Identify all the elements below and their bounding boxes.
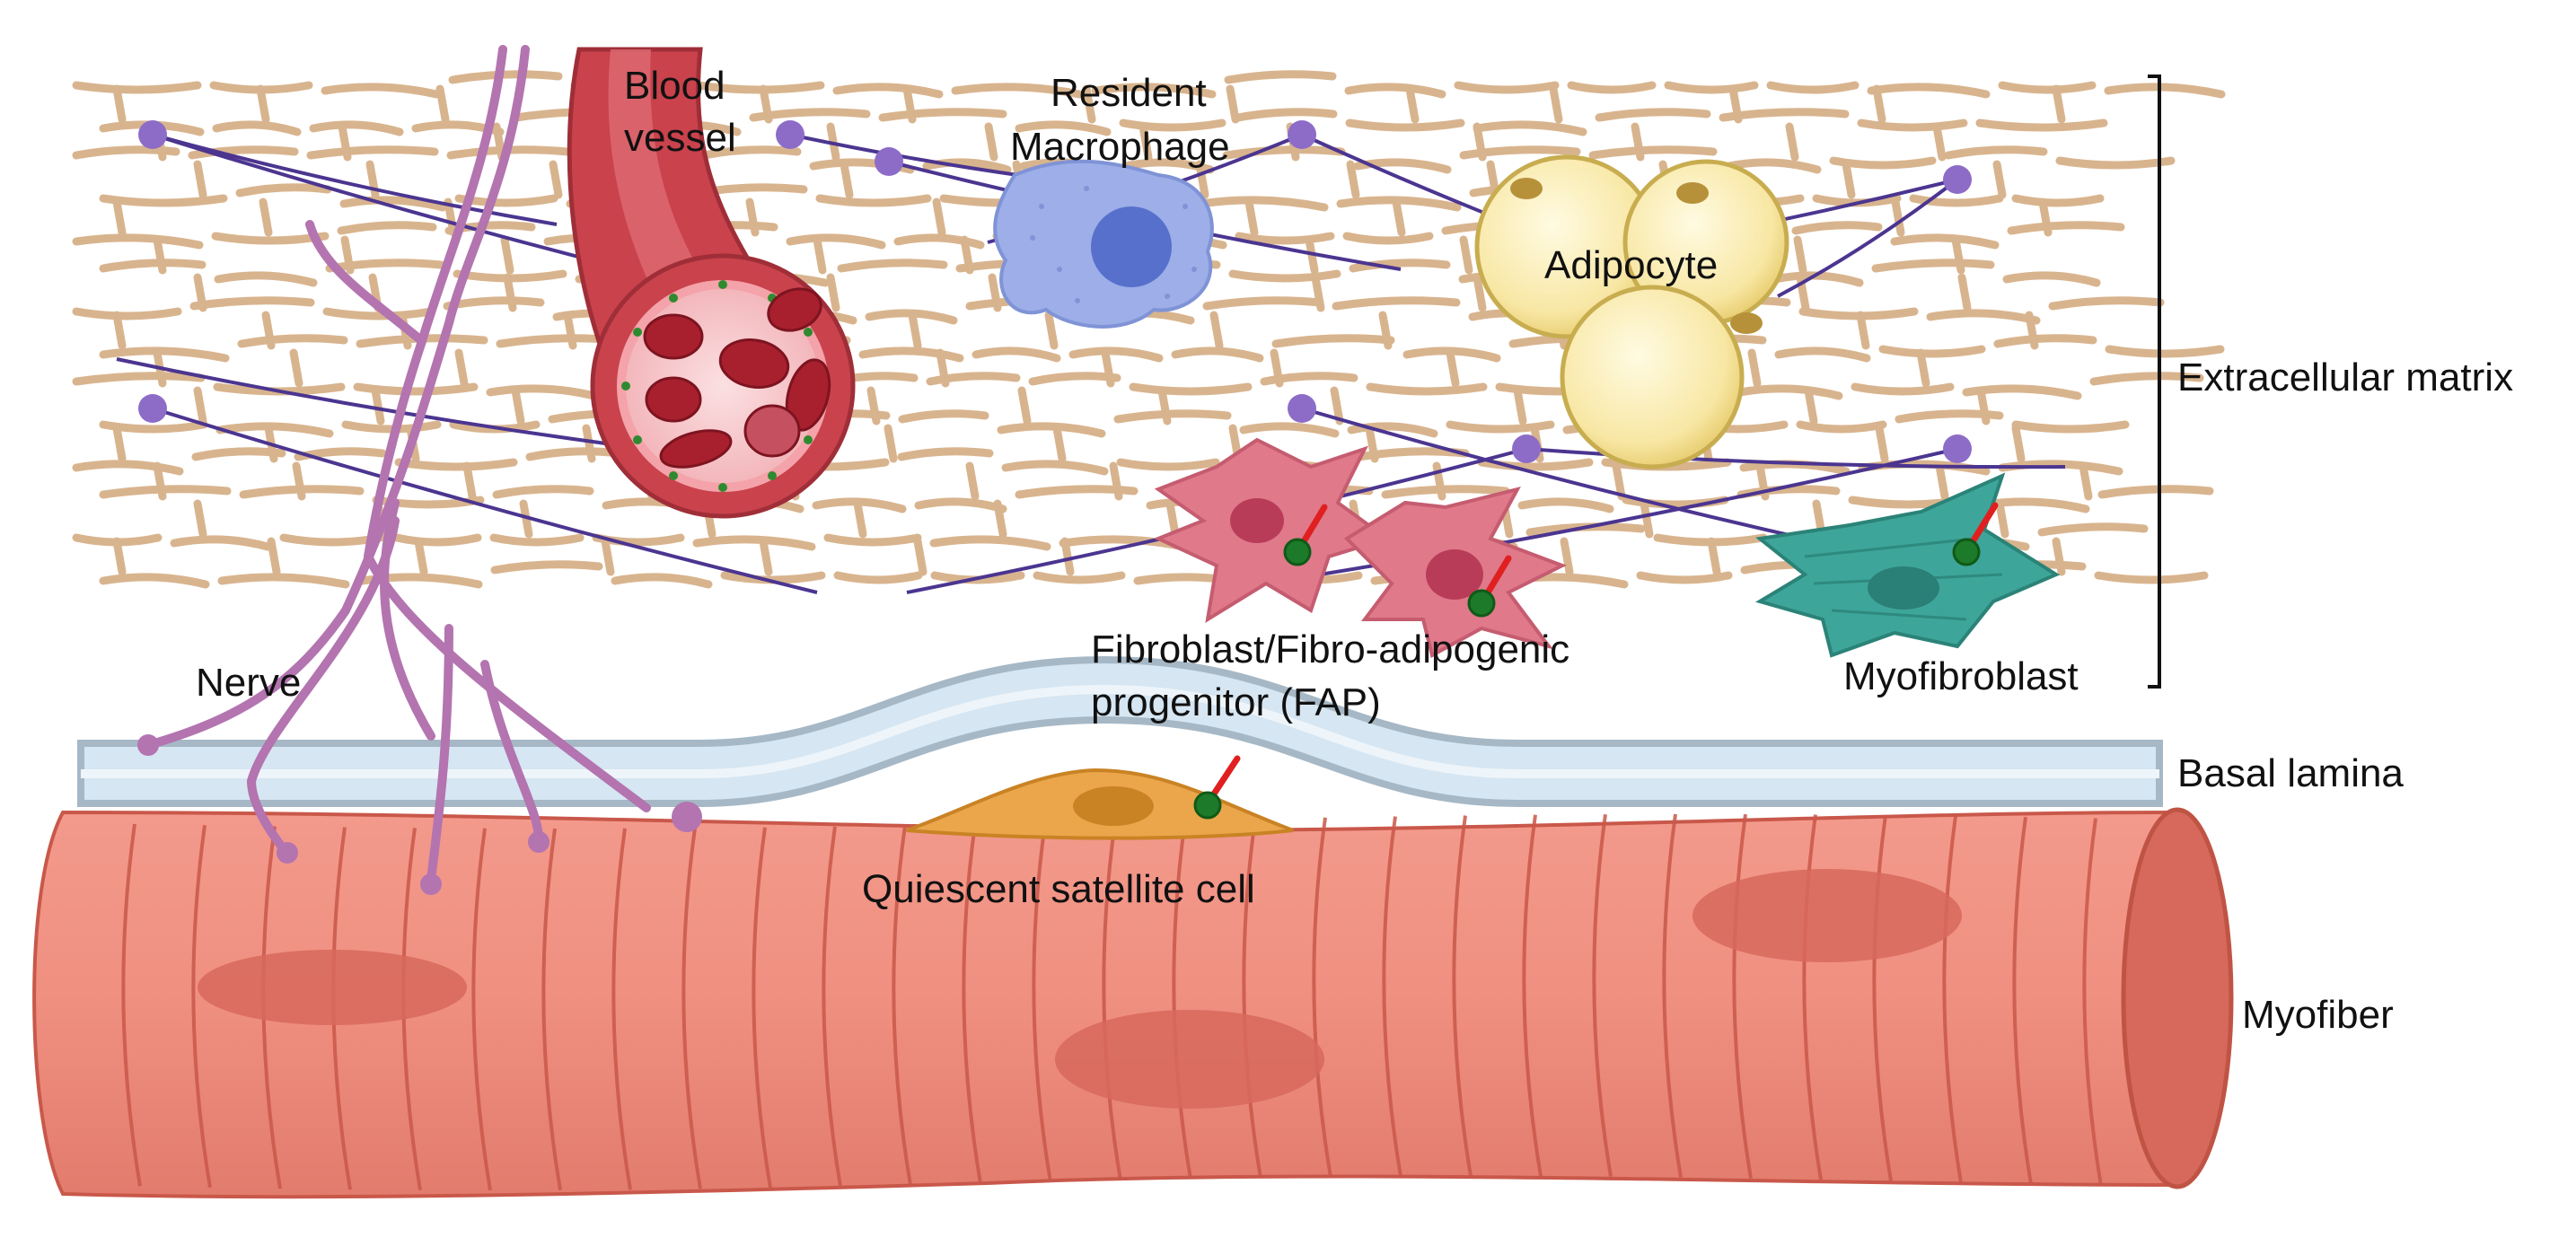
label-fibroblast-fap: Fibroblast/Fibro-adipogenic: [1091, 627, 1569, 671]
fibroblast-cell: [1153, 437, 1392, 624]
elastin-node: [1288, 120, 1316, 149]
elastin-node: [1943, 165, 1972, 194]
basal-lamina: [77, 655, 2163, 807]
label-myofibroblast: Myofibroblast: [1843, 654, 2079, 698]
label-extracellular-matrix: Extracellular matrix: [2177, 355, 2513, 399]
elastin-node: [1512, 434, 1541, 463]
label-resident-macrophage: Macrophage: [1010, 125, 1230, 169]
adipocyte-cell: [1560, 285, 1745, 469]
label-blood-vessel: vessel: [624, 116, 736, 160]
label-quiescent-satellite-cell: Quiescent satellite cell: [862, 867, 1255, 911]
label-resident-macrophage: Resident: [1051, 71, 1207, 115]
label-myofiber: Myofiber: [2242, 993, 2394, 1037]
myofiber-end-cap: [2121, 807, 2234, 1189]
labels: Blood vessel Resident Macrophage Adipocy…: [196, 64, 2513, 1037]
myofibroblast-cell: [1755, 472, 2061, 658]
red-blood-cells: [643, 287, 831, 469]
label-blood-vessel: Blood: [624, 64, 725, 108]
elastin-node: [1288, 394, 1316, 423]
label-fibroblast-fap: progenitor (FAP): [1091, 680, 1381, 724]
label-basal-lamina: Basal lamina: [2177, 751, 2404, 795]
extracellular-matrix-bracket: [2148, 75, 2161, 689]
myofiber-nucleus: [198, 950, 467, 1025]
fibroblast-cell: [1343, 486, 1567, 658]
elastin-node: [138, 394, 167, 423]
nerve: [144, 45, 651, 884]
elastin-node: [875, 147, 903, 176]
resident-macrophage: [993, 159, 1214, 329]
elastin-node: [138, 120, 167, 149]
myofiber-nucleus: [1055, 1010, 1324, 1109]
myofiber: [32, 807, 2234, 1199]
label-nerve: Nerve: [196, 661, 301, 705]
blood-vessel: [567, 47, 856, 519]
elastin-node: [1943, 434, 1972, 463]
label-adipocyte: Adipocyte: [1544, 243, 1718, 287]
elastin-node: [776, 120, 804, 149]
nerve-terminals: [137, 734, 702, 895]
quiescent-satellite-cell: [906, 755, 1294, 840]
adipocyte-cluster: [1474, 154, 1789, 469]
myofiber-nucleus: [1692, 869, 1962, 962]
